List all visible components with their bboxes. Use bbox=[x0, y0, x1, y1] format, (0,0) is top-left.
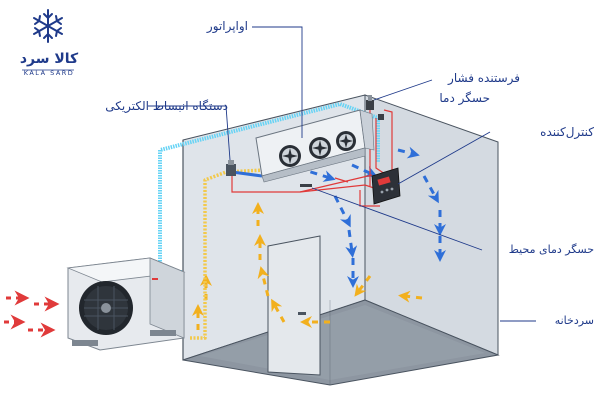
cold-air-arrow bbox=[351, 163, 378, 178]
room-door bbox=[267, 235, 321, 376]
evaporator-fan-icon bbox=[279, 145, 301, 167]
brand-name: کالا سرد bbox=[19, 51, 79, 67]
leader-lines bbox=[148, 26, 536, 322]
cold-air-arrow bbox=[422, 175, 439, 204]
label-cold-room: سردخانه bbox=[554, 314, 594, 327]
cold-air-flow bbox=[297, 146, 446, 288]
cold-air-arrow bbox=[333, 195, 351, 228]
ambient-leader bbox=[311, 187, 483, 251]
liquid-line-pipe bbox=[190, 168, 265, 340]
condensing-unit bbox=[66, 257, 186, 351]
evaporator-unit bbox=[255, 109, 375, 183]
cold-air-arrow bbox=[397, 146, 420, 159]
label-ambient-sensor: حسگر دمای محیط bbox=[508, 243, 594, 256]
expansion-leader bbox=[148, 105, 231, 161]
warm-air-arrow bbox=[398, 290, 423, 303]
expansion-outlet-pipe bbox=[231, 170, 263, 178]
hot-air-flow bbox=[4, 290, 60, 338]
ambient-sensor bbox=[300, 184, 312, 187]
evaporator-fan-icon bbox=[336, 131, 356, 151]
brand-logo: کالا سرد KALA SARD bbox=[8, 6, 90, 86]
label-temperature-sensor: حسگر دما bbox=[439, 91, 490, 105]
evaporator-leader bbox=[252, 26, 303, 138]
temperature-sensor bbox=[378, 114, 384, 120]
label-expansion-device: دستگاه انبساط الکتریکی bbox=[105, 99, 228, 113]
label-controller: کنترل‌کننده bbox=[540, 125, 594, 139]
warm-air-arrow bbox=[257, 266, 270, 297]
warm-air-arrow bbox=[354, 275, 372, 297]
pressure-leader bbox=[373, 79, 433, 101]
label-pressure-sensor: فرستنده فشار bbox=[448, 71, 520, 85]
snowflake-icon bbox=[33, 9, 63, 43]
electronic-expansion-valve bbox=[226, 160, 236, 176]
warm-air-arrow bbox=[271, 298, 286, 323]
controller-leader bbox=[397, 131, 491, 185]
brand-subtitle: KALA SARD bbox=[23, 69, 75, 77]
pressure-transmitter bbox=[366, 95, 374, 110]
label-evaporator: اواپراتور bbox=[206, 19, 248, 33]
evaporator-fan-icon bbox=[309, 137, 331, 159]
cold-air-arrow bbox=[345, 229, 358, 258]
controller-box bbox=[371, 167, 401, 205]
condenser-fan-icon bbox=[79, 281, 133, 335]
